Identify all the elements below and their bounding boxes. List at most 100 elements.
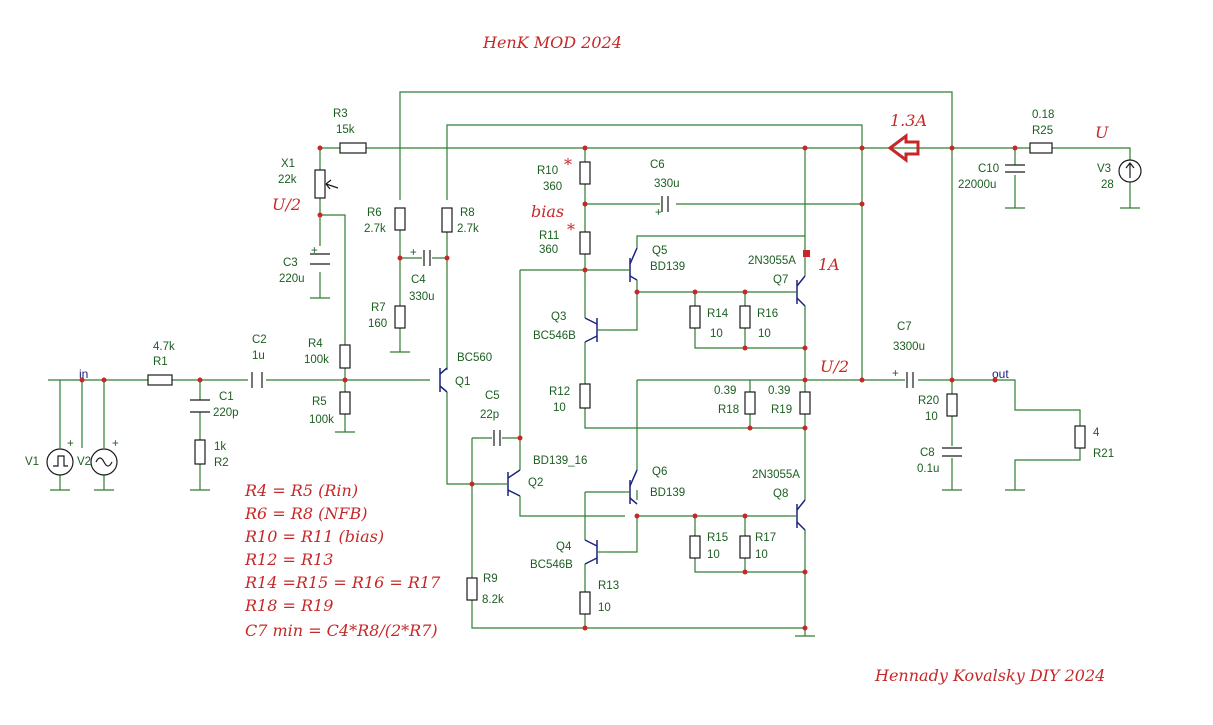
value-r17: 10	[755, 549, 768, 561]
name-r11: R11	[539, 230, 559, 242]
value-q5: BD139	[650, 261, 685, 273]
value-r21: 4	[1093, 427, 1100, 439]
wire	[81, 380, 105, 448]
name-r13: R13	[598, 580, 619, 592]
name-q8: Q8	[773, 488, 788, 500]
transistor-q2	[500, 469, 521, 497]
resistor-r16	[739, 305, 751, 329]
select-mark-r11: *	[567, 220, 575, 239]
net-label-half-supply-x1: U/2	[272, 195, 301, 214]
wire	[610, 292, 638, 331]
equation-line: R10 = R11 (bias)	[244, 527, 384, 546]
name-q6: Q6	[652, 466, 667, 478]
name-v3: V3	[1097, 163, 1111, 175]
value-r11: 360	[539, 244, 558, 256]
value-c6: 330u	[654, 178, 680, 190]
value-r5: 100k	[309, 414, 334, 426]
name-q1: Q1	[455, 376, 470, 388]
wire	[610, 490, 638, 553]
capacitor-c6	[661, 196, 669, 212]
resistor-r12	[579, 383, 591, 409]
equation-line: R12 = R13	[244, 550, 333, 569]
value-q2: BD139_16	[533, 455, 587, 467]
wiper-arrow-icon	[325, 179, 339, 190]
labels: HenK MOD 2024 Hennady Kovalsky DIY 2024 …	[25, 33, 1114, 685]
value-r7: 160	[368, 318, 387, 330]
junction-dots	[79, 145, 1018, 631]
name-r4: R4	[308, 338, 323, 350]
resistor-r14	[689, 305, 701, 329]
resistor-r5	[339, 391, 351, 415]
supply-label: U	[1095, 123, 1109, 142]
capacitor-c1	[190, 399, 210, 413]
wire	[637, 515, 805, 573]
name-r18: R18	[718, 404, 739, 416]
transistor-q8	[790, 499, 806, 531]
name-q3: Q3	[551, 311, 566, 323]
capacitor-c4	[423, 250, 431, 266]
wire	[59, 475, 105, 490]
name-q5: Q5	[652, 245, 667, 257]
value-c8: 0.1u	[917, 463, 939, 475]
value-r1: 4.7k	[153, 341, 175, 353]
name-r2: R2	[214, 457, 229, 469]
name-c4: C4	[411, 274, 426, 286]
resistor-r3	[339, 142, 367, 154]
capacitor-c2	[251, 372, 263, 388]
name-r25: R25	[1032, 125, 1053, 137]
ground-symbols	[50, 207, 1140, 637]
resistor-r6	[394, 207, 406, 231]
current-arrow-icon	[887, 133, 920, 163]
wire	[446, 124, 863, 380]
value-r14: 10	[710, 328, 723, 340]
capacitor-c5	[493, 430, 501, 446]
name-c1: C1	[219, 391, 234, 403]
schematic-title: HenK MOD 2024	[482, 33, 622, 52]
value-r2: 1k	[214, 441, 226, 453]
name-c5: C5	[485, 390, 500, 402]
wire	[519, 496, 625, 517]
capacitor-c10	[1005, 164, 1025, 173]
transistor-q7	[790, 275, 806, 307]
name-r9: R9	[483, 573, 498, 585]
value-q3: BC546B	[533, 330, 576, 342]
name-r8: R8	[460, 207, 475, 219]
resistor-r10	[579, 161, 591, 185]
name-r5: R5	[312, 396, 327, 408]
resistor-r8	[441, 207, 453, 233]
name-x1: X1	[281, 158, 295, 170]
resistor-r13	[579, 591, 591, 615]
equation-line: R4 = R5 (Rin)	[244, 481, 358, 500]
name-q2: Q2	[528, 477, 543, 489]
name-r17: R17	[755, 532, 776, 544]
value-c3: 220u	[279, 273, 305, 285]
value-r8: 2.7k	[457, 223, 479, 235]
value-r18: 0.39	[714, 385, 736, 397]
transistor-q1	[439, 367, 448, 393]
value-c1: 220p	[213, 407, 239, 419]
polarity-plus-icon: +	[67, 438, 74, 450]
resistor-r2	[194, 439, 206, 465]
value-r10: 360	[543, 181, 562, 193]
polarity-plus-icon: +	[112, 438, 119, 450]
wire	[584, 270, 805, 429]
resistors	[147, 142, 1086, 615]
resistor-r9	[466, 577, 478, 601]
name-c6: C6	[650, 159, 665, 171]
polarity-plus-icon: +	[655, 207, 662, 219]
measurement-marker-icon	[803, 250, 810, 257]
name-c7: C7	[897, 321, 912, 333]
name-r21: R21	[1093, 448, 1114, 460]
equation-line: R18 = R19	[244, 596, 333, 615]
name-r20: R20	[918, 395, 939, 407]
value-x1: 22k	[278, 174, 297, 186]
value-c7: 3300u	[893, 341, 925, 353]
resistor-r1	[147, 374, 173, 386]
bias-label: bias	[531, 202, 564, 221]
wire	[584, 491, 625, 628]
wire	[399, 91, 953, 380]
capacitor-c3	[310, 253, 330, 265]
pulse-wave-icon	[53, 455, 68, 467]
equation-line: R6 = R8 (NFB)	[244, 504, 367, 523]
